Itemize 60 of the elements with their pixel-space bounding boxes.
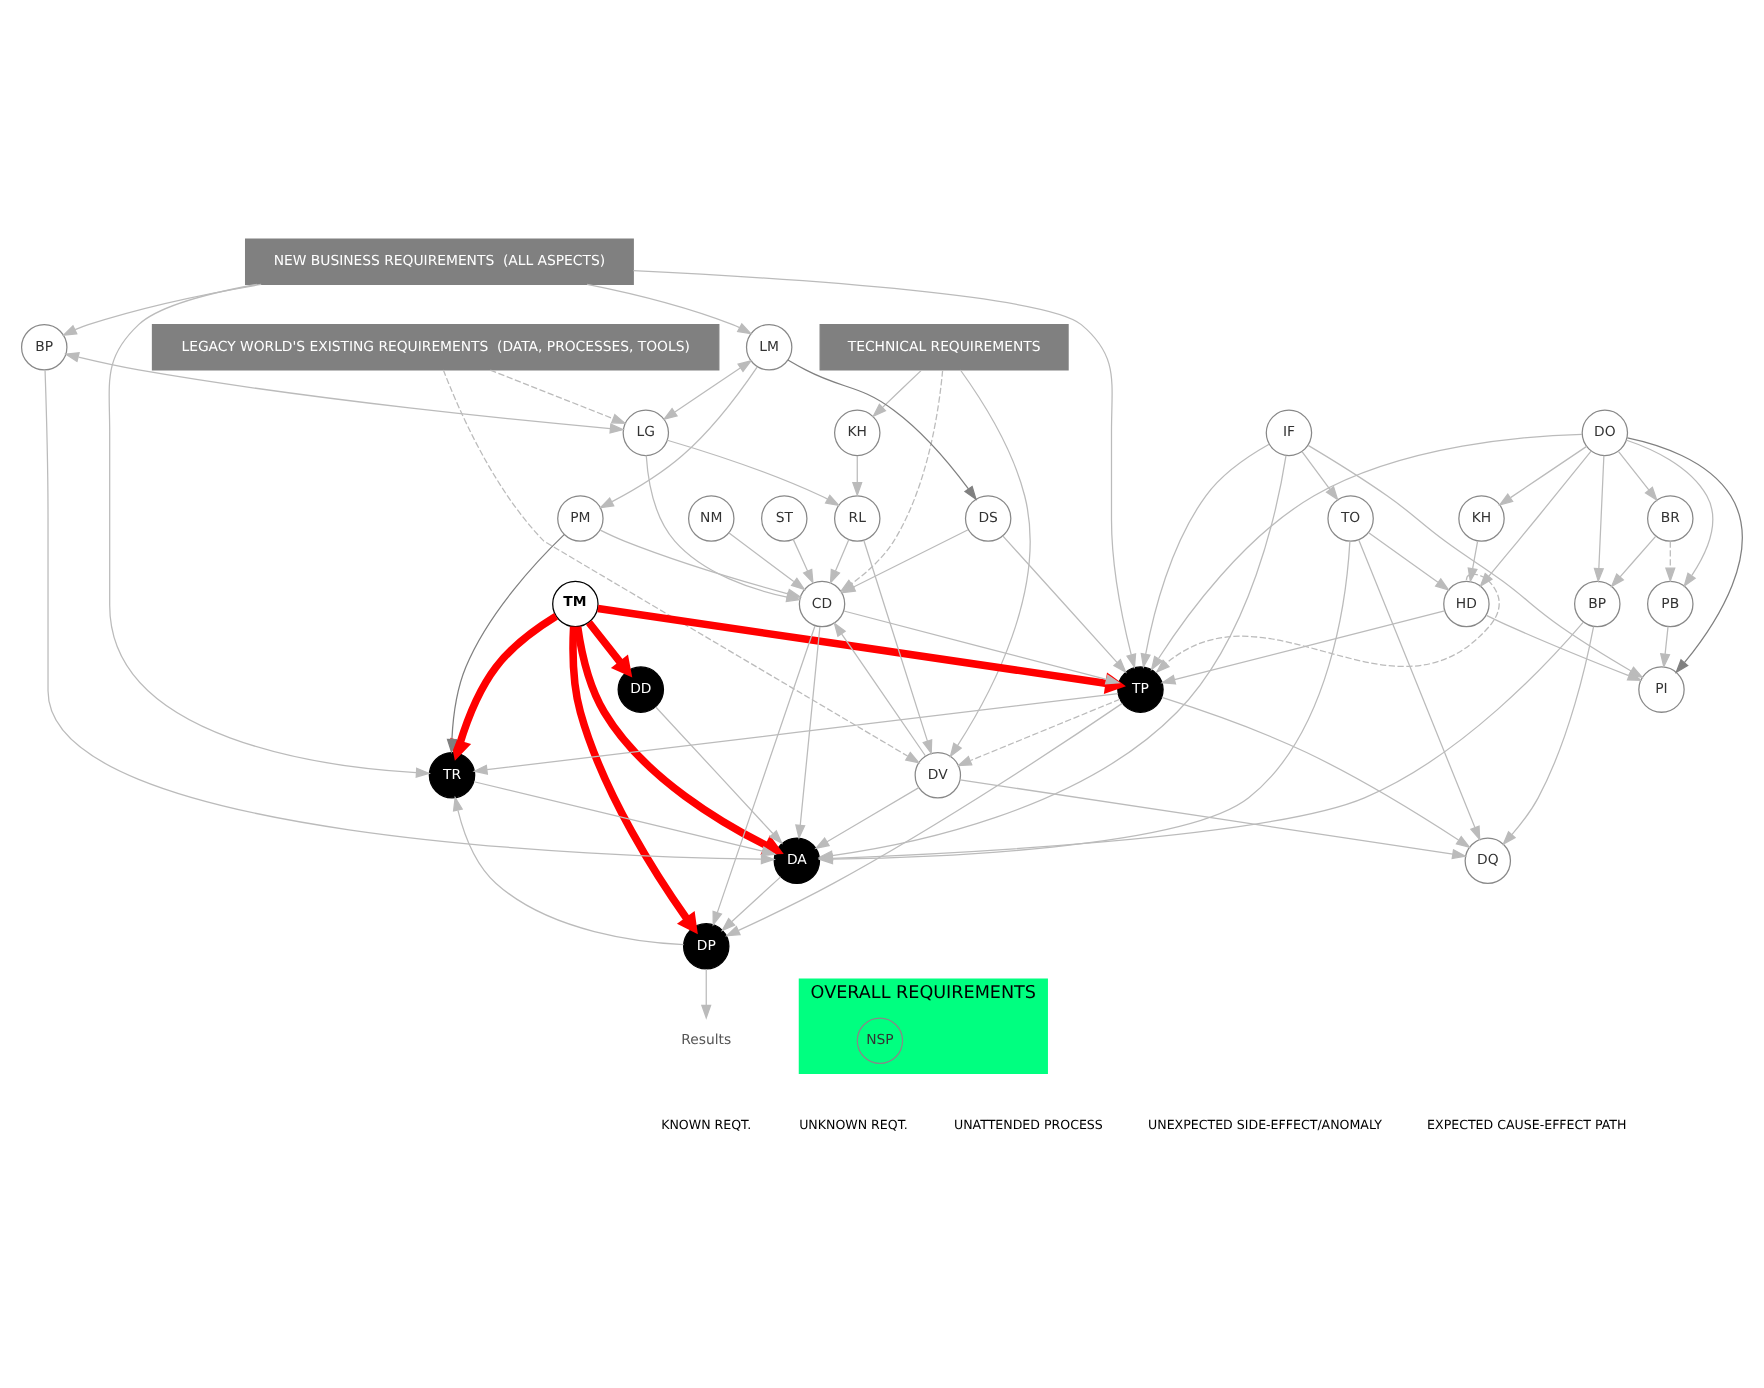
arrow bbox=[452, 795, 685, 946]
arrow bbox=[863, 539, 933, 755]
arrow bbox=[1368, 532, 1450, 591]
arrow bbox=[956, 698, 1121, 767]
arrow bbox=[1593, 455, 1605, 584]
arrow bbox=[1502, 625, 1595, 846]
arrow bbox=[64, 352, 625, 434]
arrow bbox=[959, 779, 1468, 860]
arrow bbox=[1358, 539, 1481, 842]
arrow bbox=[1150, 433, 1583, 672]
arrow bbox=[787, 359, 978, 501]
arrow bbox=[666, 439, 841, 507]
arrow bbox=[792, 538, 814, 585]
arrow bbox=[795, 626, 821, 840]
arrow bbox=[585, 620, 633, 678]
arrow bbox=[472, 692, 1119, 775]
arrow bbox=[1498, 445, 1588, 506]
arrow bbox=[1301, 451, 1339, 502]
arrow bbox=[586, 283, 753, 335]
arrow bbox=[725, 702, 1123, 937]
arrow bbox=[662, 359, 753, 421]
arrow bbox=[829, 539, 850, 585]
arrow bbox=[1467, 540, 1479, 584]
arrow bbox=[655, 706, 783, 845]
arrow bbox=[1160, 610, 1446, 685]
arrow bbox=[700, 968, 712, 1020]
arrow bbox=[949, 369, 1031, 758]
arrow bbox=[632, 270, 1137, 670]
arrow bbox=[814, 787, 920, 850]
arrow bbox=[720, 876, 782, 932]
arrow bbox=[597, 604, 1126, 694]
arrow bbox=[61, 283, 262, 337]
arrow bbox=[44, 369, 776, 865]
arrow bbox=[442, 369, 921, 764]
arrow bbox=[489, 369, 627, 425]
arrow bbox=[851, 455, 863, 498]
arrow bbox=[1307, 444, 1644, 679]
arrow bbox=[843, 610, 1121, 685]
arrow bbox=[473, 781, 777, 857]
arrow bbox=[598, 366, 758, 509]
arrow bbox=[1140, 443, 1270, 669]
arrow bbox=[1659, 626, 1671, 669]
arrow bbox=[450, 613, 559, 761]
arrow bbox=[1617, 450, 1658, 502]
arrow bbox=[108, 283, 431, 778]
arrow bbox=[712, 625, 816, 927]
arrow bbox=[1626, 437, 1743, 674]
arrow bbox=[1626, 439, 1714, 588]
arrow bbox=[569, 626, 698, 935]
arrow bbox=[1665, 540, 1676, 583]
arrow bbox=[871, 369, 922, 418]
arrow bbox=[446, 534, 565, 755]
arrow bbox=[1479, 450, 1592, 588]
arrow bbox=[1610, 535, 1657, 588]
arrow bbox=[1002, 535, 1127, 674]
arrow bbox=[573, 626, 784, 855]
arrow bbox=[728, 532, 806, 591]
arrow bbox=[833, 621, 927, 757]
arrow bbox=[1155, 573, 1500, 674]
arrow bbox=[1161, 696, 1471, 849]
